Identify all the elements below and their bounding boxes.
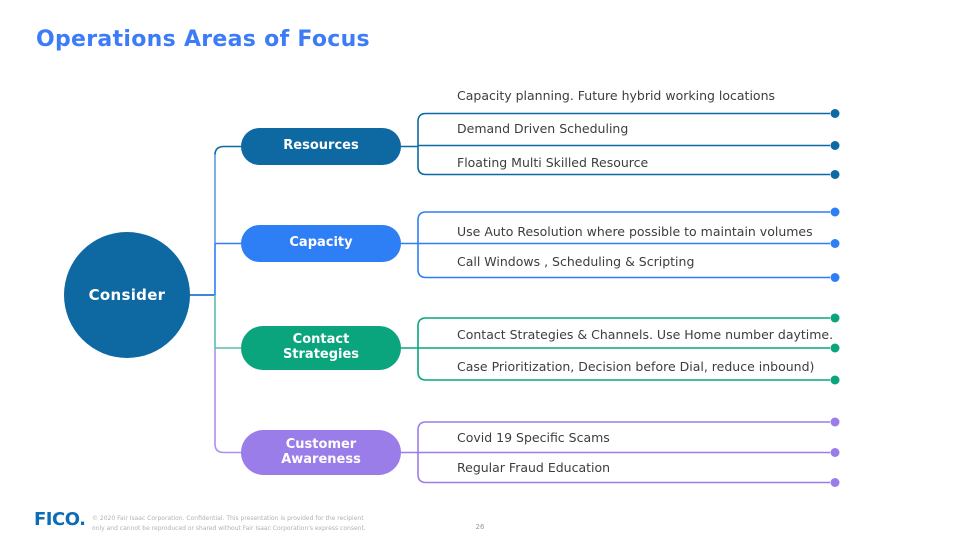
fico-logo: FICO. — [34, 509, 86, 530]
leaf-item: Call Windows , Scheduling & Scripting — [457, 254, 695, 269]
endpoint-dot — [830, 313, 840, 323]
leaf-item: Demand Driven Scheduling — [457, 121, 629, 136]
leaf-item: Contact Strategies & Channels. Use Home … — [457, 327, 834, 342]
endpoint-dot — [830, 170, 840, 179]
leaf-item: Case Prioritization, Decision before Dia… — [457, 359, 815, 374]
bracket-contact — [417, 317, 830, 381]
endpoint-dot — [830, 239, 840, 248]
bracket-capacity — [417, 211, 830, 279]
endpoint-dot — [830, 448, 840, 457]
endpoint-dot — [830, 207, 840, 217]
endpoint-dot — [830, 343, 840, 353]
branch-node-capacity[interactable]: Capacity — [241, 225, 401, 262]
copyright-note: © 2020 Fair Isaac Corporation. Confident… — [92, 514, 392, 533]
leaf-item: Floating Multi Skilled Resource — [457, 155, 649, 170]
bracket-resources — [417, 112, 830, 176]
branch-label: Resources — [283, 138, 359, 154]
leaf-item: Capacity planning. Future hybrid working… — [457, 88, 776, 103]
trunk-segment-purple — [214, 348, 241, 454]
page-number: 26 — [475, 523, 485, 531]
leaf-item: Regular Fraud Education — [457, 460, 611, 475]
branch-node-customer-awareness[interactable]: Customer Awareness — [241, 430, 401, 475]
leaf-item: Use Auto Resolution where possible to ma… — [457, 224, 813, 239]
endpoint-dot — [830, 417, 840, 427]
branch-node-resources[interactable]: Resources — [241, 128, 401, 165]
endpoint-dot — [830, 273, 840, 282]
branch-label: Contact Strategies — [282, 332, 360, 362]
leaf-item: Covid 19 Specific Scams — [457, 430, 610, 445]
copyright-line-1: © 2020 Fair Isaac Corporation. Confident… — [92, 515, 364, 522]
branch-node-contact-strategies[interactable]: Contact Strategies — [241, 326, 401, 370]
trunk-corner-resources — [214, 145, 241, 156]
page-title: Operations Areas of Focus — [36, 27, 370, 52]
branch-label: Customer Awareness — [281, 436, 361, 467]
endpoint-dot — [830, 141, 840, 150]
copyright-line-2: only and cannot be reproduced or shared … — [92, 524, 366, 532]
endpoint-dot — [830, 478, 840, 487]
root-node-label: Consider — [88, 286, 166, 304]
root-node-consider[interactable]: Consider — [64, 232, 190, 358]
endpoint-dot — [830, 109, 840, 118]
endpoint-dot — [830, 375, 840, 385]
branch-label: Capacity — [289, 235, 353, 251]
